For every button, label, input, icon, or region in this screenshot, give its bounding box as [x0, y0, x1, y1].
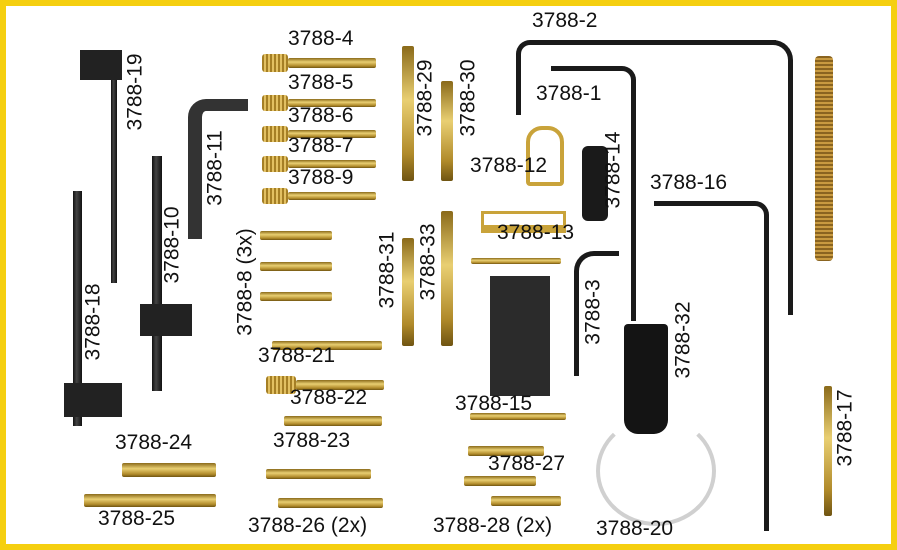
label-3788-31: 3788-31	[375, 231, 399, 309]
pin-3788-5-shaft	[288, 99, 376, 107]
label-3788-18: 3788-18	[81, 283, 105, 361]
pin-3788-27	[468, 446, 544, 456]
pin-3788-5	[262, 95, 288, 111]
label-3788-22: 3788-22	[290, 386, 368, 409]
spring	[815, 56, 833, 261]
tool-3788-18	[73, 191, 82, 426]
pin-3788-6-shaft	[288, 130, 376, 138]
pin-3788-7-shaft	[288, 160, 376, 168]
label-3788-10: 3788-10	[160, 206, 184, 284]
tool-3788-32	[624, 324, 668, 434]
bolt-3788-15	[470, 413, 566, 420]
label-3788-33: 3788-33	[416, 223, 440, 301]
bolt-3788-13	[471, 258, 561, 264]
pin-3788-6	[262, 126, 288, 142]
tool-3788-11	[188, 99, 248, 239]
tool-3788-16	[654, 201, 769, 531]
label-3788-1: 3788-1	[536, 82, 602, 105]
label-3788-7: 3788-7	[288, 134, 354, 157]
pin-3788-26-a	[266, 469, 371, 479]
bolt-3788-8-c	[260, 292, 332, 301]
label-3788-14: 3788-14	[601, 131, 625, 209]
pin-3788-25	[84, 494, 216, 507]
label-3788-2: 3788-2	[532, 9, 598, 32]
tool-3788-19-head	[80, 50, 122, 80]
tool-3788-10-block	[140, 304, 192, 336]
label-3788-6: 3788-6	[288, 104, 354, 127]
pin-3788-31	[402, 238, 414, 346]
tool-3788-13	[481, 211, 566, 233]
pin-3788-24	[122, 463, 216, 477]
pin-3788-9	[262, 188, 288, 204]
pin-3788-33	[441, 211, 453, 346]
pin-3788-22-shaft	[296, 380, 384, 390]
pin-3788-4	[262, 54, 288, 72]
pin-3788-4-shaft	[288, 58, 376, 68]
pin-3788-29	[402, 46, 414, 181]
tool-3788-12	[526, 126, 564, 186]
label-3788-11: 3788-11	[203, 130, 227, 206]
label-3788-23: 3788-23	[273, 429, 351, 452]
tool-3788-10	[152, 156, 162, 391]
bolt-3788-8-b	[260, 262, 332, 271]
pin-3788-9-shaft	[288, 192, 376, 200]
plate-3788-15	[490, 276, 550, 396]
label-3788-15: 3788-15	[455, 392, 533, 415]
pin-3788-26-b	[278, 498, 383, 508]
label-3788-20: 3788-20	[596, 517, 674, 540]
label-3788-8: 3788-8 (3x)	[233, 228, 257, 336]
pin-3788-22	[266, 376, 296, 394]
label-3788-27: 3788-27	[488, 452, 566, 475]
label-3788-3: 3788-3	[581, 279, 605, 345]
label-3788-24: 3788-24	[115, 431, 193, 454]
label-3788-16: 3788-16	[650, 171, 728, 194]
tool-3788-14	[582, 146, 608, 221]
label-3788-13: 3788-13	[497, 221, 575, 244]
label-3788-32: 3788-32	[671, 301, 695, 379]
tool-3788-3	[574, 251, 619, 376]
tool-3788-19	[111, 53, 117, 283]
pin-3788-21	[272, 341, 382, 350]
label-3788-12: 3788-12	[470, 154, 548, 177]
bolt-3788-8-a	[260, 231, 332, 240]
label-3788-25: 3788-25	[98, 507, 176, 530]
label-3788-21: 3788-21	[258, 344, 336, 367]
label-3788-5: 3788-5	[288, 71, 354, 94]
tool-3788-2	[516, 40, 776, 115]
pin-3788-23	[284, 416, 382, 426]
label-3788-30: 3788-30	[456, 59, 480, 137]
tool-3788-2-leg	[758, 40, 793, 315]
label-3788-17: 3788-17	[833, 389, 857, 467]
pin-3788-30	[441, 81, 453, 181]
pin-3788-28-a	[464, 476, 536, 486]
pin-3788-7	[262, 156, 288, 172]
label-3788-29: 3788-29	[413, 59, 437, 137]
label-3788-9: 3788-9	[288, 166, 354, 189]
tool-3788-1	[551, 66, 636, 321]
label-3788-4: 3788-4	[288, 27, 354, 50]
bolt-3788-17	[824, 386, 832, 516]
label-3788-28: 3788-28 (2x)	[433, 514, 553, 537]
tool-3788-20	[596, 416, 716, 526]
label-3788-26: 3788-26 (2x)	[248, 514, 368, 537]
tool-3788-18-block	[64, 383, 122, 417]
label-3788-19: 3788-19	[123, 53, 147, 131]
pin-3788-28-b	[491, 496, 561, 506]
